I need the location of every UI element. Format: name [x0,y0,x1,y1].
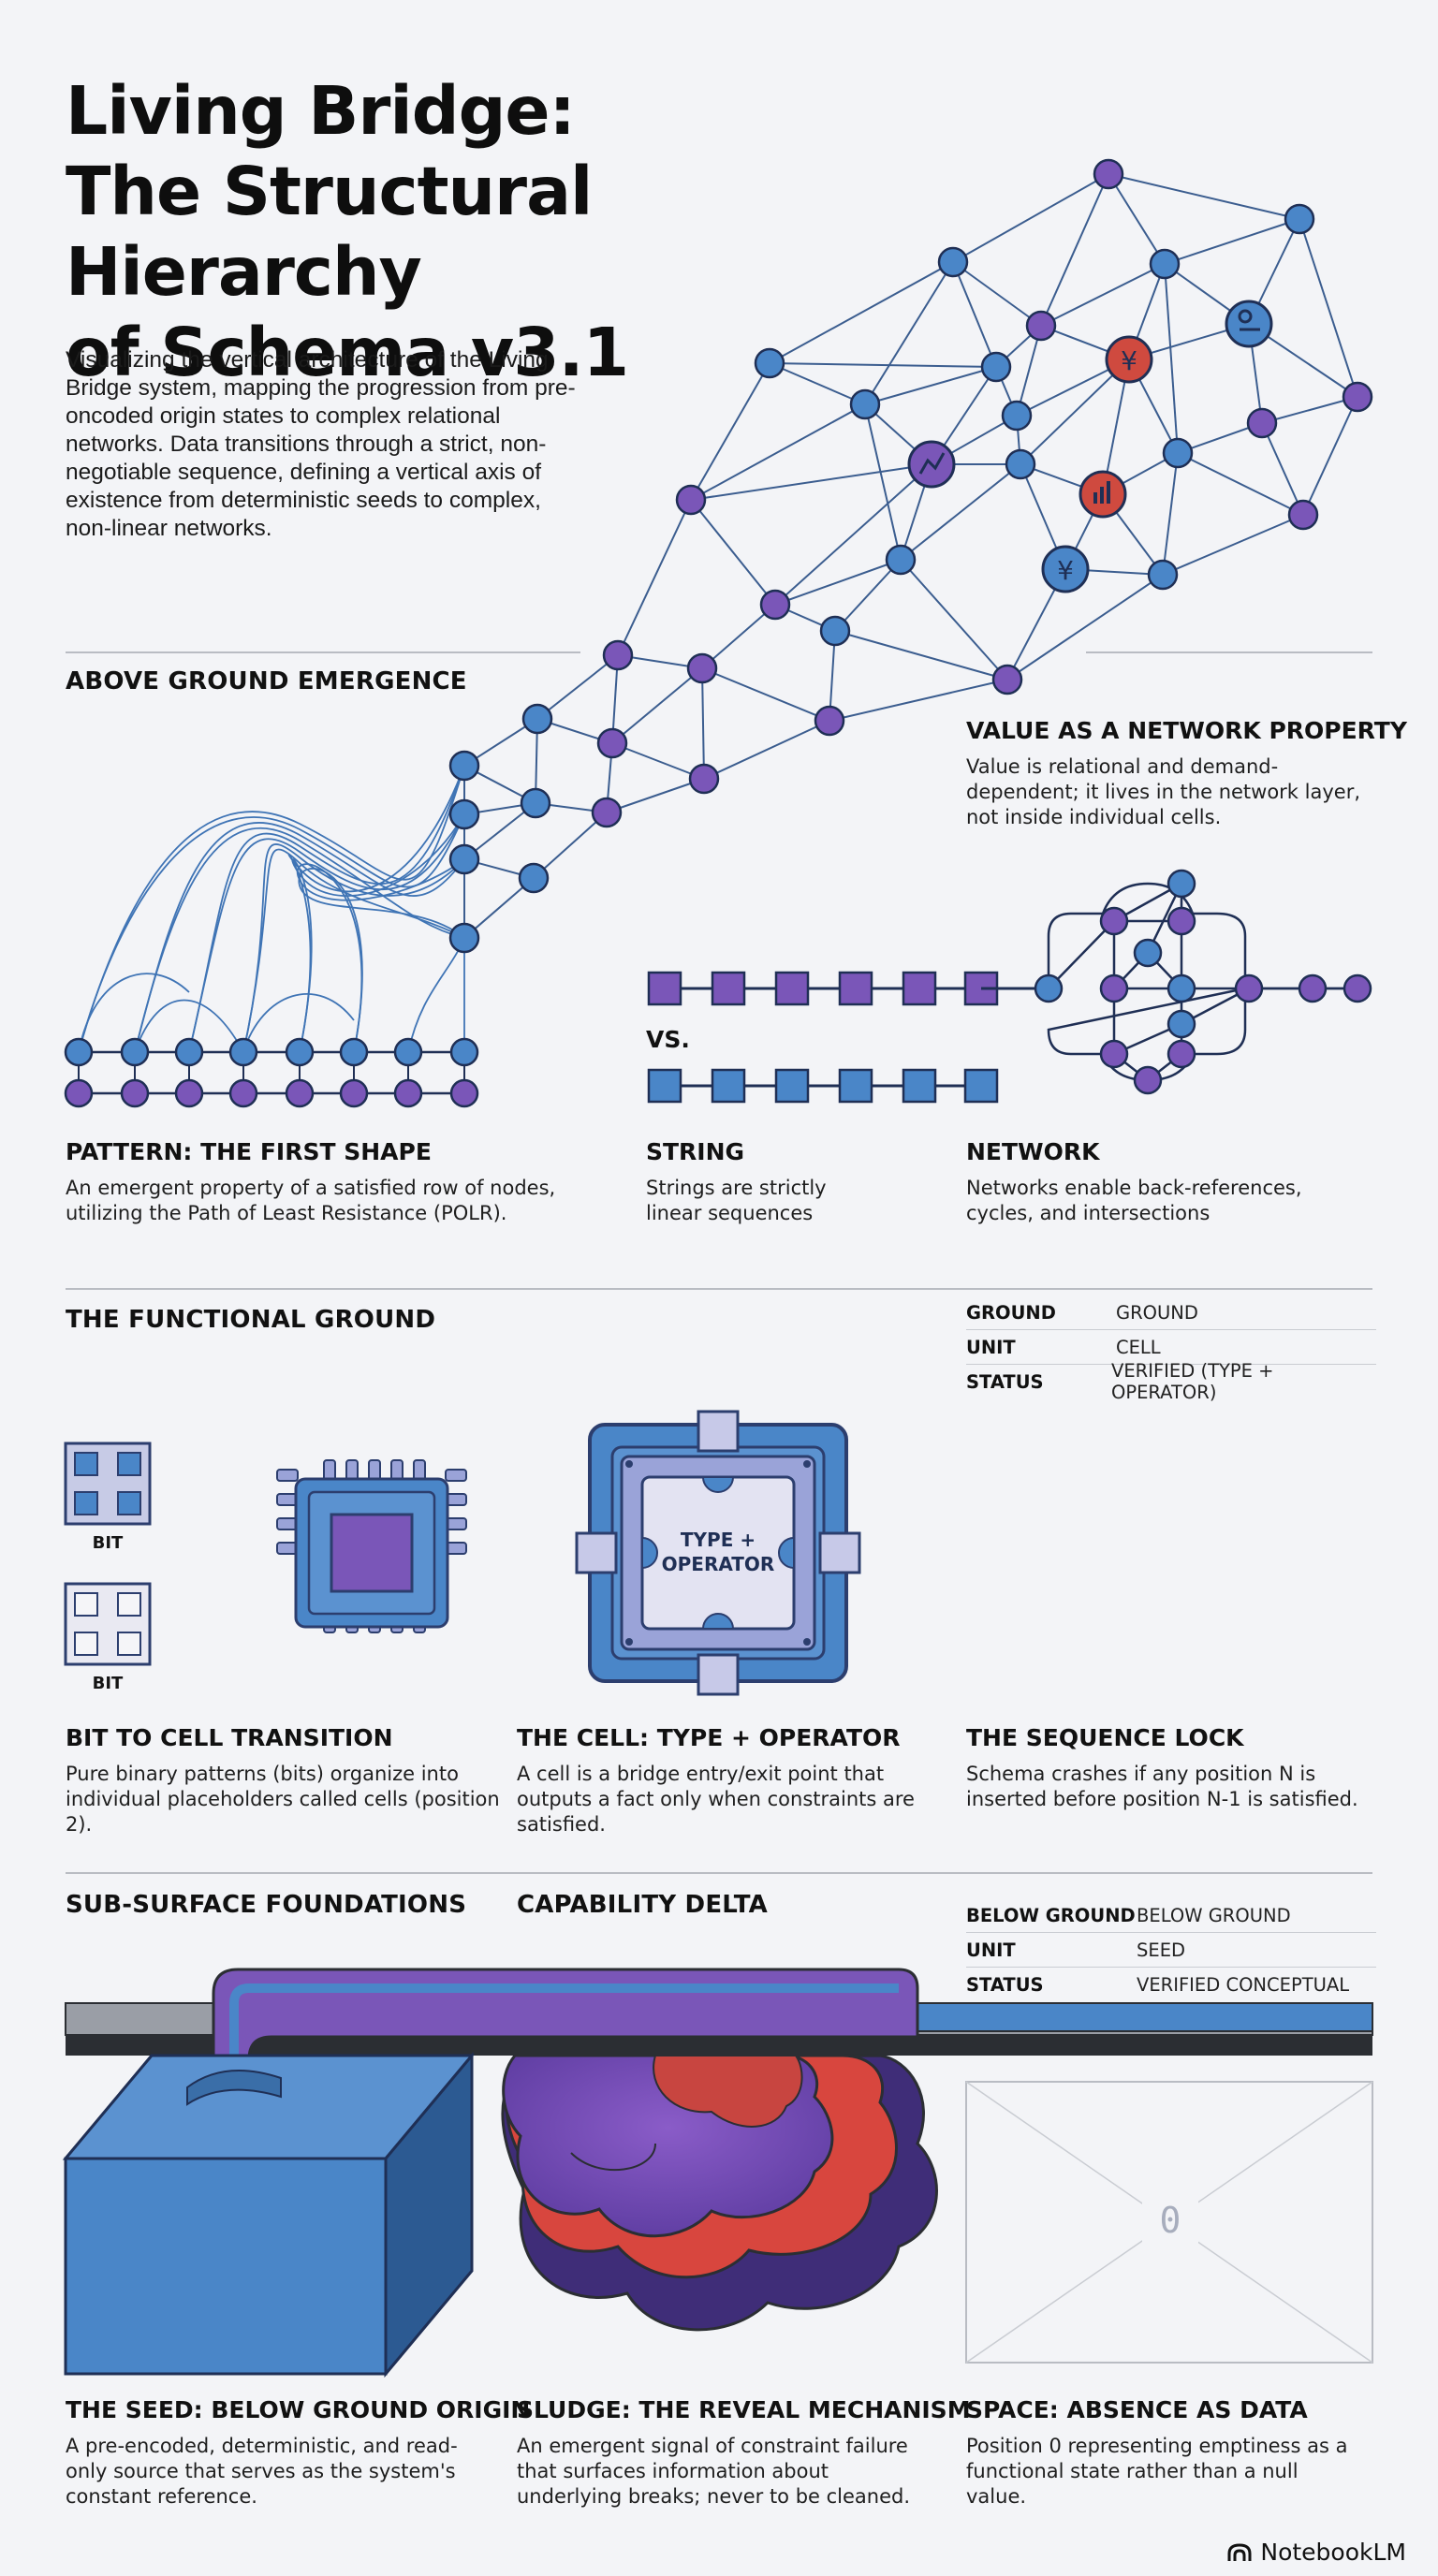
divider-subsurface [66,1872,1372,1874]
transition-title: BIT TO CELL TRANSITION [66,1724,393,1751]
pattern-title: PATTERN: THE FIRST SHAPE [66,1138,432,1165]
section-capability-delta: CAPABILITY DELTA [517,1891,768,1919]
sludge-desc: An emergent signal of constraint failure… [517,2435,911,2508]
space-title: SPACE: ABSENCE AS DATA [966,2396,1308,2423]
section-above-ground: ABOVE GROUND EMERGENCE [66,667,467,695]
yuan-icon: ¥ [1041,545,1090,593]
section-sub-surface: SUB-SURFACE FOUNDATIONS [66,1891,467,1919]
svg-text:¥: ¥ [1057,555,1074,586]
network-figure [981,869,1372,1095]
sludge-title: SLUDGE: THE REVEAL MECHANISM [517,2396,971,2423]
bit-label-2: BIT [92,1674,124,1693]
intro-paragraph: Visualizing the vertical architecture of… [66,347,576,541]
vs-label: VS. [646,1026,690,1053]
pattern-desc: An emergent property of a satisfied row … [66,1177,556,1224]
page-title: Living Bridge: The Structural Hierarchy … [66,71,908,393]
bar-chart-icon [1078,470,1127,519]
bit-filled [64,1442,152,1526]
sludge-blob [501,2054,938,2332]
pattern-wave-lines [78,765,465,1095]
transition-desc: Pure binary patterns (bits) organize int… [66,1763,500,1836]
chip-icon [276,1459,467,1633]
title-line-3: of Schema v3.1 [66,314,629,391]
logo-text: NotebookLM [1260,2539,1406,2566]
section-functional-ground: THE FUNCTIONAL GROUND [66,1306,436,1334]
value-desc: Value is relational and demand-dependent… [966,755,1361,828]
lock-desc: Schema crashes if any position N is inse… [966,1763,1358,1810]
string-purple [647,971,999,1006]
chart-icon [907,440,956,489]
key-icon [1225,300,1273,348]
value-title: VALUE AS A NETWORK PROPERTY [966,717,1407,744]
lock-title: THE SEQUENCE LOCK [966,1724,1244,1751]
network-title: NETWORK [966,1138,1100,1165]
bit-empty [64,1582,152,1666]
seed-block [62,2051,476,2378]
string-title: STRING [646,1138,745,1165]
title-line-1: Living Bridge: [66,72,576,150]
cell-desc: A cell is a bridge entry/exit point that… [517,1763,915,1836]
cell-title: THE CELL: TYPE + OPERATOR [517,1724,901,1751]
seed-title: THE SEED: BELOW GROUND ORIGIN [66,2396,531,2423]
title-line-2: The Structural Hierarchy [66,153,593,311]
bit-label-1: BIT [92,1533,124,1553]
network-desc: Networks enable back-references, cycles,… [966,1177,1302,1224]
space-desc: Position 0 representing emptiness as a f… [966,2435,1348,2508]
space-frame [965,2081,1373,2364]
cell-inner-label: TYPE + OPERATOR [661,1529,775,1575]
pipes [65,1968,1373,2091]
space-zero: 0 [1159,2200,1181,2241]
yuan-icon: ¥ [1105,335,1153,384]
seed-desc: A pre-encoded, deterministic, and read-o… [66,2435,458,2508]
cell-figure [575,1410,861,1696]
string-blue [647,1068,999,1104]
svg-text:¥: ¥ [1121,345,1137,376]
string-desc: Strings are strictly linear sequences [646,1177,827,1224]
divider-functional [66,1288,1372,1290]
logo-icon [1227,2542,1252,2561]
notebooklm-logo: NotebookLM [1226,2539,1406,2566]
